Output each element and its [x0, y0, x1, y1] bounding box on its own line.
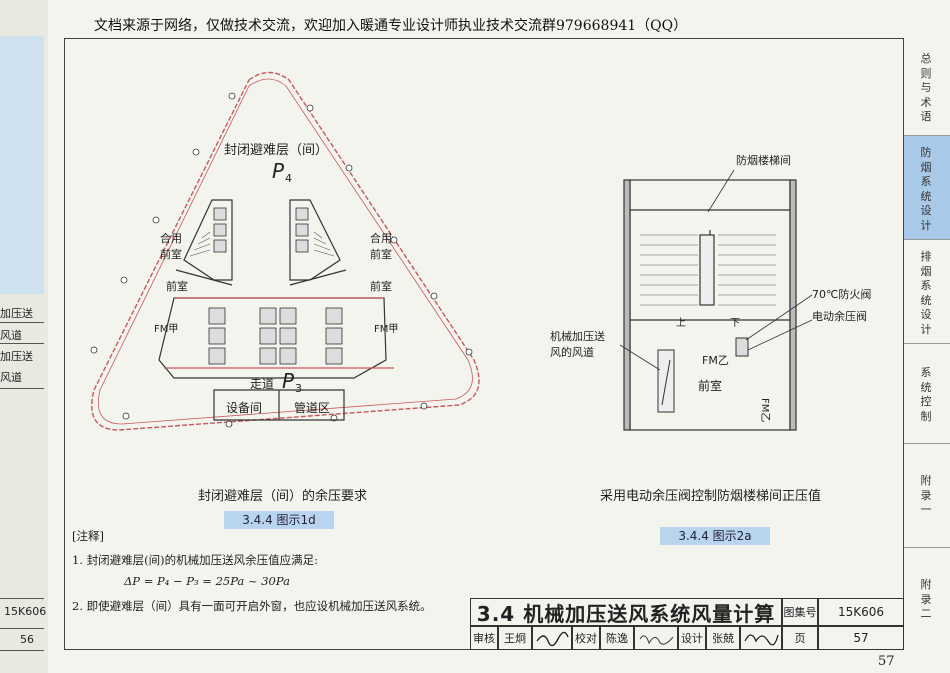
tab-general[interactable]: 总则与术语 — [904, 38, 950, 136]
p4-subscript: 4 — [285, 172, 292, 185]
up-label: 上 — [676, 317, 686, 329]
tab-appendix-2[interactable]: 附录二 — [904, 548, 950, 650]
review-label: 审核 — [470, 626, 498, 650]
reviewer-signature-mark — [536, 631, 569, 647]
front-room-right: 前室 — [370, 279, 392, 293]
shared-front-right-1: 合用 — [370, 231, 392, 245]
equipment-room-label: 设备间 — [226, 401, 262, 415]
tab-system-control[interactable]: 系统控制 — [904, 344, 950, 444]
previous-page-text-4: 风道 — [0, 371, 22, 384]
electric-damper-label: 电动余压阀 — [812, 309, 867, 323]
fm-left: FM甲 — [154, 324, 178, 335]
stairwell-label: 防烟楼梯间 — [736, 153, 791, 167]
tab-general-label: 总则与术语 — [920, 52, 932, 123]
title-block: 3.4 机械加压送风系统风量计算 图集号 15K606 审核 王炯 校对 陈逸 … — [470, 598, 904, 650]
note-formula: ΔP = P₄ − P₃ = 25Pa ~ 30Pa — [124, 574, 290, 588]
diagram-2a-caption: 采用电动余压阀控制防烟楼梯间正压值 — [600, 489, 822, 504]
fire-damper-label: 70℃防火阀 — [812, 287, 871, 301]
tab-appendix-1[interactable]: 附录一 — [904, 444, 950, 548]
shared-front-left-2: 前室 — [160, 247, 182, 261]
fm-b-label-2: FM乙 — [759, 398, 771, 422]
figure-label-2a: 3.4.4 图示2a — [660, 527, 770, 545]
previous-page-number: 56 — [20, 633, 34, 646]
fm-b-label: FM乙 — [702, 354, 729, 367]
p3-label: P — [282, 369, 295, 393]
corridor-label: 走道 — [250, 377, 274, 391]
reviewer-signature — [532, 626, 572, 650]
tab-smoke-prevention-label: 防烟系统设计 — [920, 146, 932, 232]
tab-smoke-exhaust[interactable]: 排烟系统设计 — [904, 240, 950, 344]
page — [48, 0, 950, 673]
tab-appendix-2-label: 附录二 — [920, 578, 932, 620]
duct-label-1: 机械加压送 — [550, 329, 605, 343]
figure-label-1d: 3.4.4 图示1d — [224, 511, 334, 529]
designer-signature — [740, 626, 782, 650]
shared-front-left-1: 合用 — [160, 231, 182, 245]
previous-page: 加压送 风道 加压送 风道 15K606 56 — [0, 0, 49, 673]
note-2: 2. 即使避难层（间）具有一面可开启外窗，也应设机械加压送风系统。 — [72, 599, 432, 613]
atlas-number: 15K606 — [818, 598, 904, 626]
checker-signature — [634, 626, 678, 650]
pipe-zone-label: 管道区 — [294, 400, 330, 415]
previous-page-text-2: 风道 — [0, 329, 22, 342]
drawing-title: 3.4 机械加压送风系统风量计算 — [470, 598, 782, 626]
tab-smoke-exhaust-label: 排烟系统设计 — [920, 250, 932, 336]
designer-signature-mark — [744, 634, 779, 646]
designer: 张兢 — [706, 626, 740, 650]
previous-page-code: 15K606 — [4, 605, 47, 618]
page-number: 57 — [878, 654, 895, 669]
check-label: 校对 — [572, 626, 600, 650]
duct-label-2: 风的风道 — [550, 345, 594, 359]
refuge-floor-plan: 封闭避难层（间） P 4 合用 前室 合用 前室 前室 前室 FM甲 FM甲 走… — [90, 71, 480, 431]
page-number-cell: 57 — [818, 626, 904, 650]
checker-signature-mark — [639, 635, 674, 645]
front-room-label: 前室 — [698, 378, 722, 393]
header-note: 文档来源于网络，仅做技术交流，欢迎加入暖通专业设计师执业技术交流群9796689… — [94, 18, 688, 34]
previous-page-text-3: 加压送 — [0, 350, 33, 363]
tab-appendix-1-label: 附录一 — [920, 474, 932, 516]
p4-label: P — [272, 159, 285, 183]
note-1: 1. 封闭避难层(间)的机械加压送风余压值应满足: — [72, 553, 318, 567]
design-label: 设计 — [678, 626, 706, 650]
fm-right: FM甲 — [374, 324, 398, 335]
tab-system-control-label: 系统控制 — [920, 366, 932, 423]
stairwell-plan: 防烟楼梯间 70℃防火阀 电动余压阀 机械加压送 风的风道 上 下 FM乙 前室… — [550, 153, 871, 431]
shared-front-right-2: 前室 — [370, 247, 392, 261]
previous-page-highlight — [0, 36, 44, 294]
diagram-1d-caption: 封闭避难层（间）的余压要求 — [198, 489, 368, 504]
atlas-label: 图集号 — [782, 598, 818, 626]
refuge-floor-label: 封闭避难层（间） — [224, 143, 328, 158]
chapter-sidebar: 总则与术语 防烟系统设计 排烟系统设计 系统控制 附录一 附录二 — [904, 38, 950, 650]
down-label: 下 — [730, 318, 740, 329]
page-label: 页 — [782, 626, 818, 650]
front-room-left: 前室 — [166, 279, 188, 293]
previous-page-text-1: 加压送 — [0, 307, 33, 320]
p3-subscript: 3 — [295, 382, 302, 395]
checker: 陈逸 — [600, 626, 634, 650]
notes-heading: [注释] — [72, 529, 104, 543]
tab-smoke-prevention[interactable]: 防烟系统设计 — [904, 136, 950, 240]
reviewer: 王炯 — [498, 626, 532, 650]
